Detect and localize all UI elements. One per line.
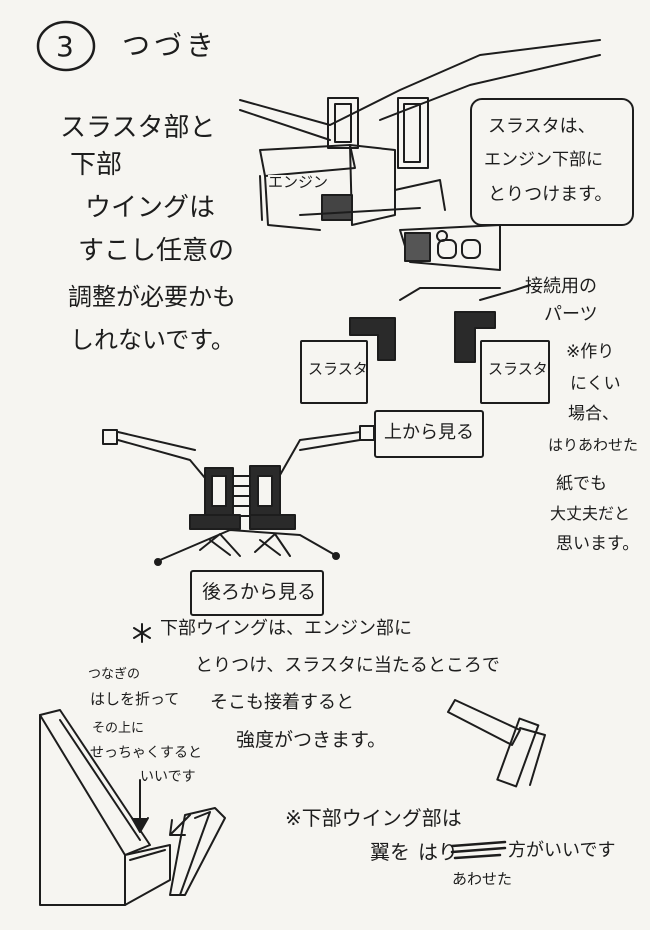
view-from-top-box: 上から見る	[374, 410, 484, 458]
thruster-box-left: スラスタ	[300, 340, 368, 404]
connector-note-line: 接続用の	[525, 276, 597, 297]
left-note-line: 下部	[70, 150, 123, 180]
left-note-line: すこし任意の	[78, 236, 235, 266]
bottom-note-line2-suffix: 方がいいです	[508, 840, 616, 861]
bottom-note-line3: あわせた	[452, 870, 513, 888]
bottom-note-line1: ※下部ウイング部は	[285, 806, 462, 830]
fold-note-line: いいです	[140, 769, 196, 785]
engine-label: エンジン	[268, 173, 329, 191]
instruction-line: 下部ウイングは、エンジン部に	[160, 618, 412, 639]
bottom-note-line2-struck: はり	[418, 840, 458, 864]
side-note-line: 大丈夫だと	[550, 504, 631, 523]
connector-note-line: パーツ	[544, 304, 598, 325]
view-from-top-label: 上から見る	[384, 422, 474, 443]
side-note-line: 紙でも	[556, 474, 607, 494]
side-note-line: ※作り	[566, 342, 615, 362]
folded-strip-sketch	[39, 709, 226, 906]
connector-part-right	[454, 311, 496, 363]
side-note-line: はりあわせた	[548, 436, 639, 454]
callout-line: スラスタは、	[488, 116, 596, 137]
strike-scribble	[450, 840, 507, 860]
thruster-box-right: スラスタ	[480, 340, 550, 404]
callout-box: スラスタは、 エンジン下部に とりつけます。	[470, 98, 634, 226]
step-number: 3	[56, 30, 74, 63]
connector-arc-left	[399, 287, 501, 301]
left-note-line: 調整が必要かも	[68, 283, 236, 311]
left-note-line: ウイングは	[85, 193, 216, 223]
fold-note-line: はしを折って	[90, 690, 180, 708]
fold-note-line: つなぎの	[88, 667, 141, 682]
callout-line: エンジン下部に	[484, 150, 603, 170]
instruction-line: そこも接着すると	[210, 692, 354, 713]
connector-part-left	[349, 317, 396, 361]
bottom-note-line2-prefix: 翼を	[370, 840, 410, 864]
side-note-line: 場合、	[568, 404, 619, 424]
engine-sketch	[239, 39, 601, 271]
side-note-line: 思います。	[556, 534, 640, 554]
left-note-line: スラスタ部と	[60, 113, 216, 143]
thruster-left-label: スラスタ	[308, 360, 368, 378]
view-from-back-box: 後ろから見る	[190, 570, 324, 616]
instruction-line: 強度がつきます。	[236, 729, 387, 751]
callout-line: とりつけます。	[488, 184, 613, 205]
instruction-line: とりつけ、スラスタに当たるところで	[195, 655, 500, 676]
fold-note-line: せっちゃくすると	[90, 745, 202, 761]
page-title: つづき	[122, 29, 219, 62]
asterisk-mark	[133, 623, 151, 643]
side-note-line: にくい	[570, 374, 621, 394]
fold-note-line: その上に	[92, 721, 145, 736]
thruster-right-label: スラスタ	[488, 360, 548, 378]
left-note-line: しれないです。	[70, 326, 235, 354]
back-view-sketch	[102, 425, 375, 566]
view-from-back-label: 後ろから見る	[202, 581, 317, 603]
step-circle	[36, 20, 96, 72]
connector-arc-right	[479, 284, 531, 301]
wing-part-sketch	[447, 699, 546, 788]
